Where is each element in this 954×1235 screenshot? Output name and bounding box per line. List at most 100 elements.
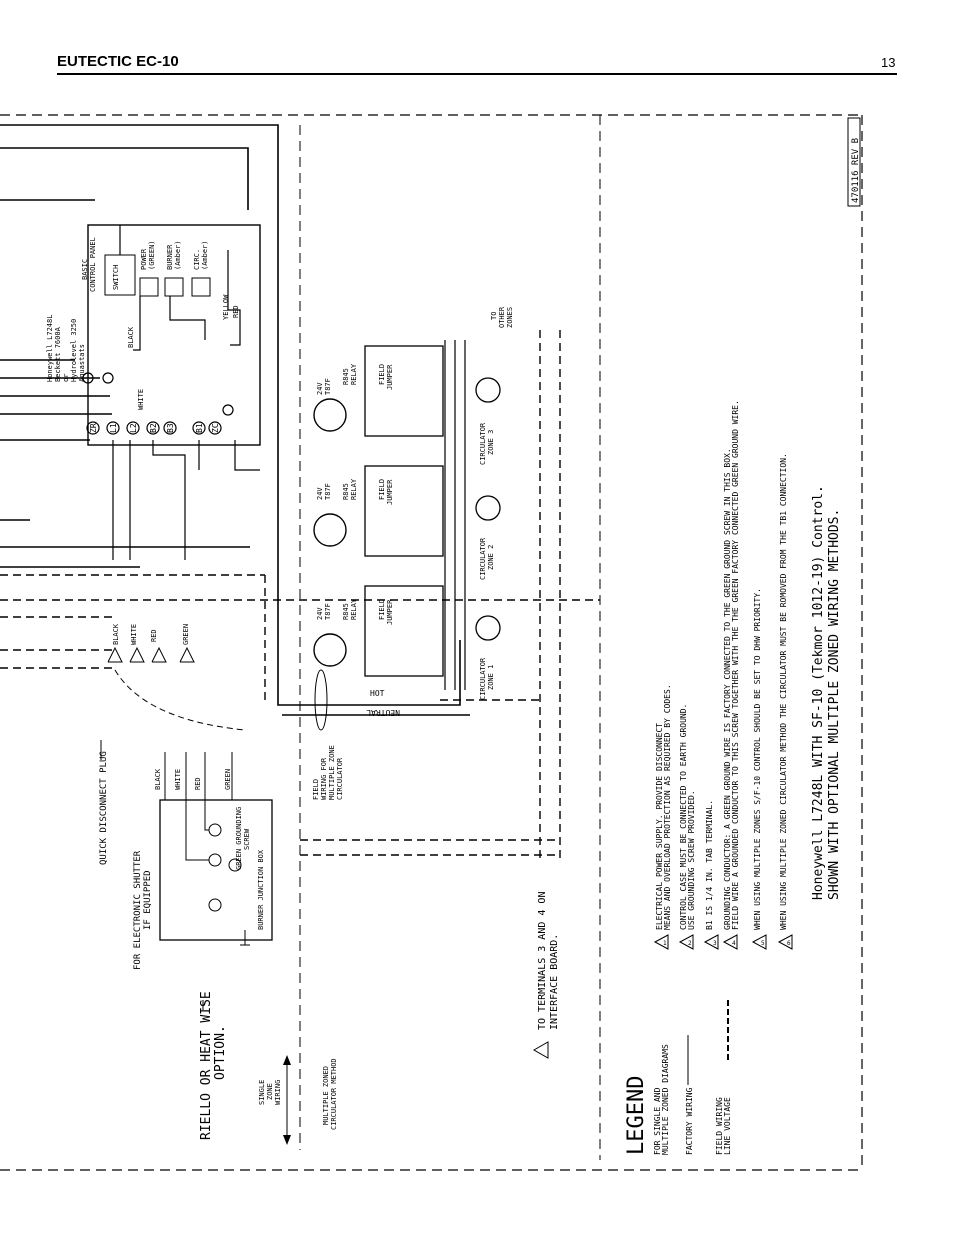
junction-wire-white: WHITE [174, 769, 182, 790]
plug-wire-white: WHITE [130, 624, 138, 645]
white-wire-label: WHITE [137, 389, 145, 410]
burner-junction-box: BLACK WHITE RED GREEN GREEN GROUNDING SC… [154, 752, 273, 946]
note-4-line2: FIELD WIRE A GROUNDED CONDUCTOR TO THIS … [731, 400, 740, 930]
zone1-jumper1: FIELD [378, 599, 386, 620]
junction-wire-green: GREEN [224, 769, 232, 790]
riello-label1: RIELLO OR HEAT WISE [199, 991, 214, 1140]
zone2-therm1: 24V [316, 487, 324, 500]
note-3-line1: B1 IS 1/4 IN. TAB TERMINAL. [705, 800, 714, 930]
legend-subtitle2: MULTIPLE ZONED DIAGRAMS [661, 1044, 670, 1155]
zone1-therm2: T87F [324, 603, 332, 620]
neutral-label: NEUTRAL [366, 708, 400, 717]
switch-label: SWITCH [112, 265, 120, 290]
plug-wire-black: BLACK [112, 623, 120, 645]
aquastat-control: ZR L1 L2 B2 B3 B1 ZC Honeywell L7248L Be… [46, 224, 261, 560]
zone3-relay1: R845 [342, 368, 350, 385]
aquastat-terminal-l1: L1 [109, 423, 118, 433]
legend-factory-wiring: FACTORY WIRING [685, 1087, 694, 1155]
zone-2: R845 RELAY 24V T87F FIELD JUMPER CIRCULA… [313, 465, 501, 580]
green-grounding-label1: GREEN GROUNDING [235, 807, 243, 870]
power-led-label1: POWER [140, 248, 148, 270]
zone1-relay1: R845 [342, 603, 350, 620]
junction-wire-black: BLACK [154, 768, 162, 790]
field-wiring-dashed [0, 330, 600, 860]
drawing-number: 470116 REV B [851, 138, 861, 203]
electronic-shutter-label1: FOR ELECTRONIC SHUTTER [133, 850, 143, 970]
basic-control-panel-line1: BASIC [81, 259, 89, 280]
zone2-jumper1: FIELD [378, 479, 386, 500]
page-header-title: EUTECTIC EC-10 [57, 53, 179, 70]
legend-field-wiring2: LINE VOLTAGE [723, 1097, 732, 1155]
main-wiring [0, 124, 461, 706]
power-led-label2: (GREEN) [148, 240, 156, 270]
yellow-wire-label: YELLOW [222, 294, 230, 320]
multi-zone-line2: CIRCULATOR METHOD [330, 1058, 338, 1130]
control-model-line3: or [62, 374, 70, 382]
zone3-jumper1: FIELD [378, 364, 386, 385]
note-5-marker [532, 1041, 549, 1059]
multi-zone-line1: MULTIPLE ZONED [322, 1066, 330, 1125]
field-wiring-multi-line2: WIRING FOR [320, 757, 328, 800]
aquastat-terminal-l2: L2 [129, 423, 138, 433]
zone-3: R845 RELAY 24V T87F FIELD JUMPER CIRCULA… [313, 345, 501, 465]
single-zone-line3: WIRING [274, 1080, 282, 1105]
zone2-circ1: CIRCULATOR [479, 537, 487, 580]
zone-method-arrow: SINGLE ZONE WIRING MULTIPLE ZONED CIRCUL… [258, 1055, 338, 1145]
note-6-line1: WHEN USING MULTIPLE ZONED CIRCULATOR MET… [779, 453, 788, 930]
zone3-jumper2: JUMPER [386, 364, 394, 390]
aquastat-terminal-b1: B1 [195, 423, 204, 433]
notes: ELECTRICAL POWER SUPPLY. PROVIDE DISCONN… [653, 400, 793, 950]
circ-led-label1: CIRC. [193, 249, 201, 270]
note-5-line1: WHEN USING MULTIPLE ZONES S/F-10 CONTROL… [753, 588, 762, 930]
title-line2: SHOWN WITH OPTIONAL MULTIPLE ZONED WIRIN… [827, 509, 842, 900]
legend-field-wiring1: FIELD WIRING [715, 1097, 724, 1155]
green-grounding-label2: SCREW [243, 828, 251, 850]
zone3-circ1: CIRCULATOR [479, 422, 487, 465]
legend-subtitle1: FOR SINGLE AND [653, 1087, 662, 1155]
single-zone-line1: SINGLE [258, 1080, 266, 1105]
aquastat-terminal-b2: B2 [149, 423, 158, 433]
control-model-line4: Hydrolevel 3250 [70, 319, 78, 382]
riello-label2: OPTION. [213, 1025, 228, 1080]
zone2-jumper2: JUMPER [386, 479, 394, 505]
burner-led-label1: BURNER [166, 244, 174, 270]
terminals-note-line2: INTERFACE BOARD. [549, 934, 560, 1030]
note-1-line1: ELECTRICAL POWER SUPPLY. PROVIDE DISCONN… [655, 723, 664, 930]
circ-led-label2: (Amber) [201, 240, 209, 270]
note-1-number: 1 [663, 940, 667, 947]
header-rule [57, 73, 897, 75]
multi-zone-field-wiring: FIELD WIRING FOR MULTIPLE ZONE CIRCULATO… [282, 669, 470, 800]
zone1-circ1: CIRCULATOR [479, 657, 487, 700]
page-number: 13 [881, 55, 896, 70]
plug-wire-green: GREEN [182, 624, 190, 645]
burner-junction-box-label: BURNER JUNCTION BOX [257, 849, 265, 930]
aquastat-terminal-zr: ZR [89, 423, 98, 433]
note-2-line2: USE GROUNDING SCREW PROVIDED. [687, 790, 696, 930]
junction-wire-red: RED [194, 777, 202, 790]
to-other-zones-line3: ZONES [506, 307, 514, 328]
zone1-circ2: ZONE 1 [487, 665, 495, 690]
title-line1: Honeywell L7248L WITH SF-10 (Tekmor 1012… [811, 485, 826, 900]
terminals-note-line1: TO TERMINALS 3 AND 4 ON [537, 892, 548, 1030]
zone1-jumper2: JUMPER [386, 599, 394, 625]
zone-1: R845 RELAY 24V T87F FIELD JUMPER CIRCULA… [313, 585, 501, 700]
zone3-relay2: RELAY [350, 363, 358, 385]
note-6-number: 6 [787, 940, 791, 947]
note-1-line2: MEANS AND OVERLOAD PROTECTION AS REQUIRE… [663, 684, 672, 930]
note-2-line1: CONTROL CASE MUST BE CONNECTED TO EARTH … [679, 704, 688, 930]
note-2-number: 2 [688, 940, 692, 947]
note-4-line1: GROUNDING CONDUCTOR: A GREEN GROUND WIRE… [723, 448, 732, 930]
diagram-frame [0, 114, 863, 1171]
legend: LEGEND FOR SINGLE AND MULTIPLE ZONED DIA… [624, 1000, 732, 1155]
note-3-number: 3 [713, 940, 717, 947]
basic-control-panel-line2: CONTROL PANEL [89, 237, 97, 292]
plug-wire-labels: BLACK WHITE RED GREEN [107, 623, 246, 731]
control-model-line1: Honeywell L7248L [46, 315, 54, 382]
legend-title: LEGEND [624, 1076, 649, 1155]
red-wire-label: RED [232, 305, 240, 318]
aquastat-terminal-b3: B3 [166, 423, 175, 433]
field-wiring-multi-line1: FIELD [312, 779, 320, 800]
control-model-line5: Aquastats [78, 344, 86, 382]
aquastat-terminal-zc: ZC [211, 423, 220, 433]
